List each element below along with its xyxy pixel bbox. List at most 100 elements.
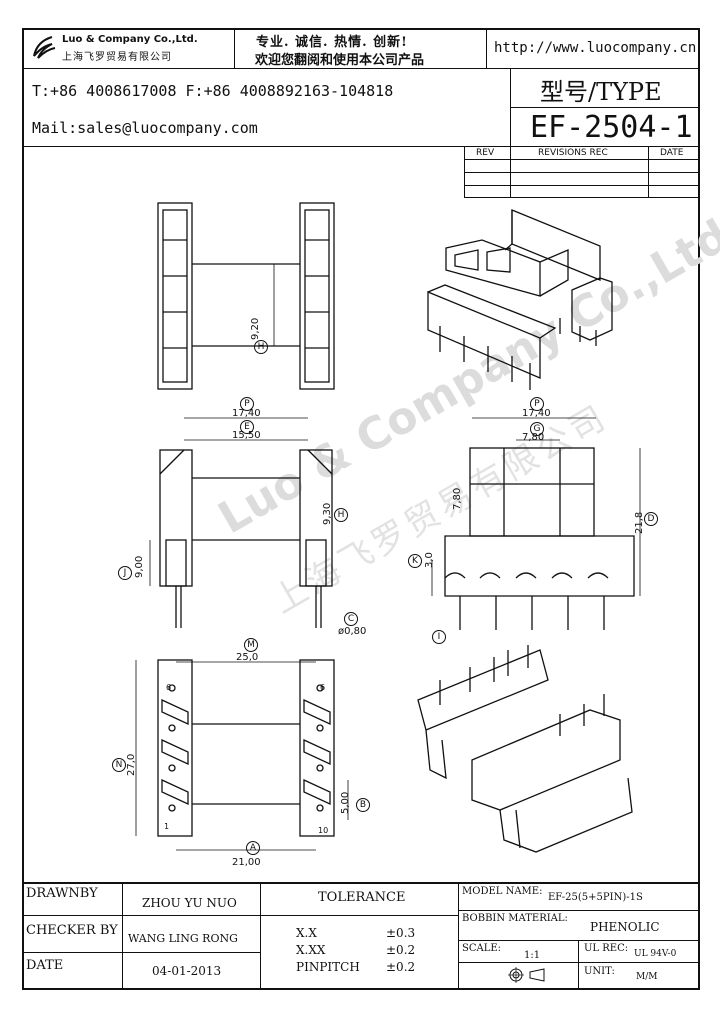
dim-top-h-value: 9,20: [250, 317, 261, 340]
titleblock-col-3: [458, 882, 459, 990]
header-sep-2: [486, 28, 487, 68]
dim-front-p-value: 17,40: [232, 408, 261, 419]
slogan-line-2: 欢迎您翻阅和使用本公司产品: [255, 53, 425, 68]
dim-front-c-value: ø0,80: [338, 626, 367, 637]
bobbin-material-value: PHENOLIC: [590, 920, 660, 934]
dim-bottom-n-value: 27,0: [126, 753, 137, 776]
dim-front-j-value: 9,00: [134, 555, 145, 578]
dim-front-h-value: 9,30: [322, 502, 333, 525]
model-name-value: EF-25(5+5PIN)-1S: [548, 892, 643, 903]
titleblock-col-4: [578, 940, 579, 990]
rev-row-line-2: [464, 172, 700, 173]
checker-label: CHECKER BY: [26, 923, 118, 938]
titleblock-row-line-r3: [458, 962, 700, 963]
rev-header-rev: REV: [476, 148, 495, 158]
header-bottom-line: [22, 146, 700, 147]
unit-value: M/M: [636, 972, 658, 982]
type-label: 型号/TYPE: [540, 78, 662, 106]
scale-value: 1:1: [524, 950, 541, 961]
dim-front-j-letter: J: [118, 566, 132, 580]
dim-side-d-value: 21,8: [634, 511, 645, 534]
dim-bottom-b-letter: B: [356, 798, 370, 812]
dim-bottom-m-value: 25,0: [236, 652, 259, 663]
dim-side-g-value: 7,80: [522, 432, 545, 443]
rev-col-line-1: [464, 146, 465, 197]
dim-side-i-letter: I: [432, 630, 446, 644]
titleblock-top-line: [22, 882, 700, 884]
date-label: DATE: [26, 958, 64, 973]
rev-header-revisions: REVISIONS REC: [538, 148, 608, 158]
company-logo-icon: [33, 36, 56, 59]
rev-col-line-3: [648, 146, 649, 197]
tol-xx-name: X.X: [296, 926, 317, 940]
header-sep-1: [234, 28, 235, 68]
dim-top-h-letter: H: [254, 340, 268, 354]
pin-label-right-bottom: 10: [318, 826, 329, 835]
tol-pinpitch-name: PINPITCH: [296, 960, 360, 974]
dim-front-h-letter: H: [334, 508, 348, 522]
model-number: EF-2504-1: [530, 110, 693, 145]
titleblock-row-line-2: [22, 952, 260, 953]
pin-label-left-top: 6: [166, 683, 172, 692]
dim-side-k-letter: K: [408, 554, 422, 568]
dim-bottom-a-letter: A: [246, 841, 260, 855]
header-divider: [22, 68, 510, 69]
drawnby-value: ZHOU YU NUO: [142, 896, 237, 910]
model-name-label: MODEL NAME:: [462, 886, 543, 897]
dim-bottom-b-value: 5,00: [340, 791, 351, 814]
ul-rec-label: UL REC:: [584, 943, 629, 954]
drawing-frame: [22, 28, 700, 990]
dim-bottom-n-letter: N: [112, 758, 126, 772]
tol-xx-value: ±0.3: [386, 926, 416, 940]
rev-row-line-4: [464, 197, 700, 198]
contact-phone: T:+86 4008617008 F:+86 4008892163-104818: [32, 82, 394, 100]
dim-bottom-m-letter: M: [244, 638, 258, 652]
dim-front-e-value: 15,50: [232, 430, 261, 441]
pin-label-right-top: 6: [320, 683, 326, 692]
isometric-view-bottom: [417, 645, 633, 853]
isometric-view-top: [427, 209, 613, 390]
web-bottom-line: [486, 68, 700, 69]
dim-front-e-letter: E: [240, 420, 254, 434]
rev-col-line-2: [510, 146, 511, 197]
contact-mail[interactable]: Mail:sales@luocompany.com: [32, 119, 258, 137]
dim-front-p-letter: P: [240, 397, 254, 411]
tol-xxx-value: ±0.2: [386, 943, 416, 957]
tol-pinpitch-value: ±0.2: [386, 960, 416, 974]
dim-side-k-value: 3,0: [424, 552, 435, 568]
bobbin-material-label: BOBBIN MATERIAL:: [462, 913, 568, 924]
dim-side-g-letter: G: [530, 422, 544, 436]
company-name-en: Luo & Company Co.,Ltd.: [62, 34, 198, 45]
dim-side-mid-value: 7,80: [452, 487, 463, 510]
dim-side-d-letter: D: [644, 512, 658, 526]
side-view-drawing: [444, 447, 635, 630]
projection-symbol-icon: [508, 967, 545, 983]
checker-value: WANG LING RONG: [128, 932, 238, 945]
company-name-cn: 上海飞罗贸易有限公司: [62, 52, 172, 63]
titleblock-row-line-r1: [458, 910, 700, 911]
dim-side-p-value: 17,40: [522, 408, 551, 419]
top-view-drawing: [157, 202, 335, 390]
drawnby-label: DRAWNBY: [26, 886, 98, 901]
rev-header-date: DATE: [660, 148, 684, 158]
date-value: 04-01-2013: [152, 964, 222, 978]
dim-bottom-a-value: 21,00: [232, 857, 261, 868]
titleblock-col-2: [260, 882, 261, 990]
slogan-line-1: 专业. 诚信. 热情. 创新!: [256, 35, 408, 50]
pin-label-left-bottom: 1: [164, 822, 170, 831]
rev-row-line-1: [464, 159, 700, 160]
rev-row-line-3: [464, 185, 700, 186]
website-link[interactable]: http://www.luocompany.cn: [494, 40, 697, 56]
titleblock-row-line-1: [22, 915, 458, 916]
scale-label: SCALE:: [462, 943, 502, 954]
unit-label: UNIT:: [584, 966, 615, 977]
tol-xxx-name: X.XX: [296, 943, 326, 957]
dim-side-p-letter: P: [530, 397, 544, 411]
titleblock-col-1: [122, 882, 123, 990]
tolerance-label: TOLERANCE: [318, 890, 406, 905]
dim-front-c-letter: C: [344, 612, 358, 626]
ul-rec-value: UL 94V-0: [634, 949, 677, 959]
bottom-view-drawing: [157, 659, 335, 837]
titleblock-row-line-r2: [458, 940, 700, 941]
